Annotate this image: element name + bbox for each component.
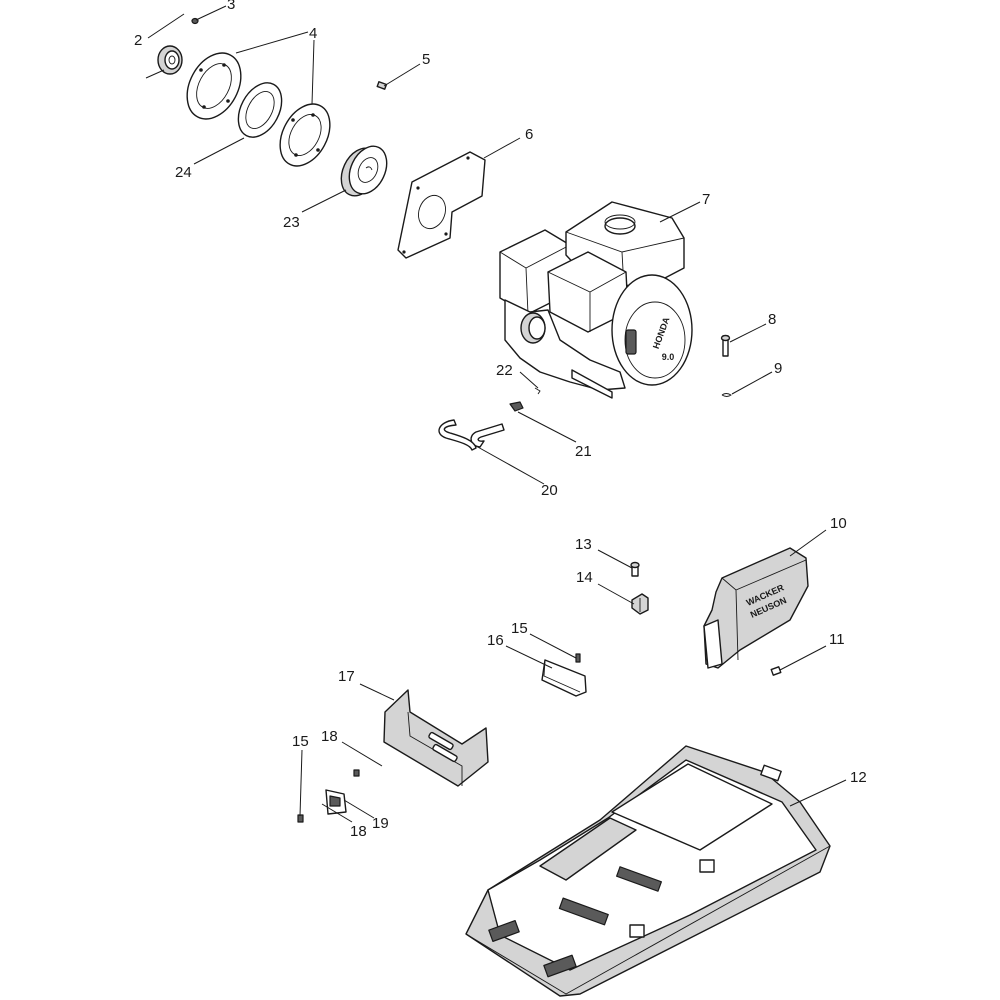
callout-22: 22 [496,362,513,379]
callout-7: 7 [702,191,710,208]
part-9-pin [721,393,732,397]
callout-24: 24 [175,164,192,181]
callout-4: 4 [309,25,317,42]
engine-model-text: 9.0 [662,352,675,362]
part-7-engine: HONDA 9.0 [499,201,693,399]
part-5-bolt [376,81,388,90]
part-15-screw-lower [297,814,304,823]
callout-14: 14 [576,569,593,586]
callout-15-lower: 15 [292,733,309,750]
part-20-hose [438,419,505,451]
part-18-pin-upper [353,769,360,777]
part-12-base-plate [465,745,831,997]
part-24-gasket [237,82,283,138]
callout-8: 8 [768,311,776,328]
leader-lines [145,5,847,823]
part-14-bracket [631,593,649,615]
callout-16: 16 [487,632,504,649]
part-19-latch [325,789,347,815]
callout-18-lower: 18 [350,823,367,840]
callout-6: 6 [525,126,533,143]
part-13-bolt [630,561,640,577]
callout-15-upper: 15 [511,620,528,637]
callout-5: 5 [422,51,430,68]
part-4-ring-plate-rear [279,103,331,167]
part-10-belt-guard: WACKER NEUSON [703,547,809,669]
part-8-bolt [720,334,731,357]
callout-19: 19 [372,815,389,832]
callout-11: 11 [829,631,845,648]
part-4-ring-plate-front [186,52,242,120]
callout-12: 12 [850,769,867,786]
part-16-bracket [541,659,587,697]
part-17-bracket [383,689,489,787]
part-11-screw [770,666,782,676]
callouts: 2 3 4 5 6 7 8 9 10 11 12 13 14 15 15 16 … [134,0,867,840]
callout-17: 17 [338,668,355,685]
part-6-mounting-plate [397,151,486,259]
callout-20: 20 [541,482,558,499]
callout-13: 13 [575,536,592,553]
part-23-clutch [340,145,388,197]
part-22-clip [534,387,541,395]
callout-18-upper: 18 [321,728,338,745]
callout-21: 21 [575,443,592,460]
part-15-screw-upper [575,653,581,663]
callout-9: 9 [774,360,782,377]
callout-10: 10 [830,515,847,532]
part-2-hub [157,45,183,75]
callout-23: 23 [283,214,300,231]
callout-3: 3 [227,0,235,13]
callout-2: 2 [134,32,142,49]
part-21-fitting [509,401,524,412]
